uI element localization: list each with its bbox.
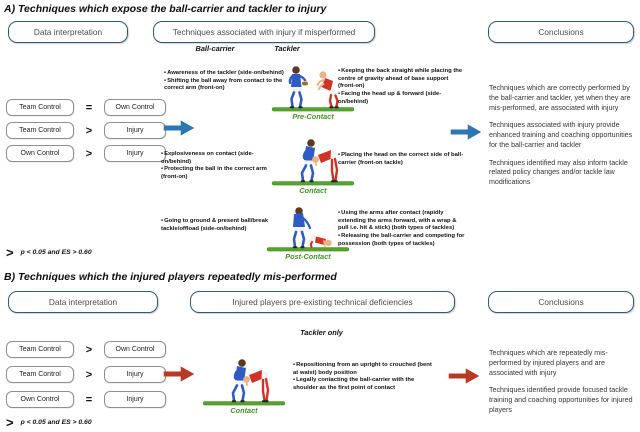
footnote-text: p < 0.05 and ES > 0.60	[20, 419, 92, 426]
header-label: Conclusions	[538, 27, 584, 37]
conclusion-paragraph: Techniques associated with injury provid…	[489, 121, 633, 149]
footnote-text: p < 0.05 and ES > 0.60	[20, 249, 92, 256]
comparison-row: Team Control = Own Control	[6, 99, 166, 116]
pre-contact-ball-carrier-bullets: Awareness of the tackler (side-on/behind…	[164, 70, 286, 93]
header-data-interpretation-b: Data interpretation	[8, 291, 158, 313]
header-label: Techniques associated with injury if mis…	[172, 27, 356, 37]
header-data-interpretation-a: Data interpretation	[8, 21, 128, 43]
comparison-left-box: Team Control	[6, 99, 74, 116]
header-label: Data interpretation	[33, 27, 103, 37]
bullet-item: Protecting the ball in the correct arm (…	[161, 166, 281, 181]
ball-carrier-figure	[300, 139, 315, 183]
conclusion-paragraph: Techniques which are correctly performed…	[489, 84, 631, 112]
rugby-players-icon	[271, 66, 355, 112]
header-label: Conclusions	[538, 297, 584, 307]
ball-carrier-figure	[288, 66, 309, 109]
bullet-item: Facing the head up & forward (side-on/be…	[338, 91, 466, 106]
bullet-item: Releasing the ball-carrier and competing…	[338, 233, 468, 248]
b-tackler-bullets: Repositioning from an upright to crouche…	[293, 362, 435, 393]
post-contact-tackler-bullets: Using the arms after contact (rapidly ex…	[338, 210, 468, 248]
tackler-figure	[316, 71, 339, 109]
phase-label: Contact	[299, 186, 327, 195]
comparison-row: Team Control > Injury	[6, 122, 166, 139]
comparison-left-box: Team Control	[6, 122, 74, 139]
tackler-figure	[312, 150, 339, 183]
right-arrow-icon	[162, 363, 196, 390]
rugby-players-icon	[271, 139, 355, 186]
comparison-left-box: Team Control	[6, 341, 74, 358]
contact-tackler-bullets: Placing the head on the correct side of …	[338, 152, 466, 167]
comparison-left-box: Own Control	[6, 391, 74, 408]
comparison-operator: >	[85, 124, 93, 137]
comparison-right-box: Own Control	[104, 99, 166, 116]
rugby-players-icon	[202, 359, 286, 406]
greater-than-symbol: >	[6, 245, 14, 260]
conclusion-paragraph: Techniques identified may also inform ta…	[489, 158, 628, 187]
b-contact-players-illustration: Contact	[202, 356, 286, 415]
conclusion-paragraph: Techniques which are repeatedly mis-perf…	[489, 349, 608, 377]
bullet-item: Shifting the ball away from contact to t…	[164, 78, 286, 93]
bullet-item: Keeping the back straight while placing …	[338, 68, 466, 91]
ball-carrier-column-label: Ball-carrier	[195, 44, 235, 53]
section-b-footnote: > p < 0.05 and ES > 0.60	[6, 416, 92, 429]
comparison-row: Own Control > Injury	[6, 145, 166, 162]
comparison-right-box: Injury	[104, 145, 166, 162]
right-arrow-icon	[162, 117, 196, 144]
comparison-operator: >	[85, 343, 93, 356]
comparison-operator: =	[85, 393, 93, 406]
bullet-item: Going to ground & present ball/break tac…	[161, 218, 269, 233]
phase-label: Post-Contact	[285, 252, 331, 261]
post-contact-players-illustration: Post-Contact	[266, 202, 350, 261]
comparison-operator: =	[85, 101, 93, 114]
right-arrow-icon	[447, 365, 481, 392]
comparison-row: Own Control = Injury	[6, 391, 166, 408]
comparison-right-box: Injury	[104, 366, 166, 383]
phase-label: Contact	[230, 406, 258, 415]
bullet-item: Awareness of the tackler (side-on/behind…	[164, 70, 286, 78]
section-a-conclusions: Techniques which are correctly performed…	[489, 84, 635, 196]
comparison-operator: >	[85, 368, 93, 381]
comparison-right-box: Injury	[104, 391, 166, 408]
header-label: Injured players pre-existing technical d…	[232, 297, 413, 307]
comparison-right-box: Injury	[104, 122, 166, 139]
section-a-title: A) Techniques which expose the ball-carr…	[4, 3, 327, 15]
header-techniques-a: Techniques associated with injury if mis…	[153, 21, 375, 43]
header-deficiencies-b: Injured players pre-existing technical d…	[190, 291, 455, 313]
pre-contact-players-illustration: Pre-Contact	[271, 62, 355, 121]
comparison-operator: >	[85, 147, 93, 160]
comparison-row: Team Control > Own Control	[6, 341, 166, 358]
tackler-only-label: Tackler only	[300, 328, 343, 337]
header-label: Data interpretation	[48, 297, 118, 307]
bullet-item: Legally contacting the ball-carrier with…	[293, 377, 435, 392]
header-conclusions-b: Conclusions	[488, 291, 634, 313]
conclusion-paragraph: Techniques identified provide focused ta…	[489, 386, 633, 414]
ball-carrier-figure	[231, 359, 246, 403]
comparison-right-box: Own Control	[104, 341, 166, 358]
tackler-figure	[243, 370, 270, 403]
bullet-item: Explosiveness on contact (side-on/behind…	[161, 151, 281, 166]
comparison-left-box: Own Control	[6, 145, 74, 162]
contact-ball-carrier-bullets: Explosiveness on contact (side-on/behind…	[161, 151, 281, 182]
comparison-left-box: Team Control	[6, 366, 74, 383]
section-b-title: B) Techniques which the injured players …	[4, 271, 337, 283]
right-arrow-icon	[449, 121, 483, 148]
greater-than-symbol: >	[6, 415, 14, 430]
header-conclusions-a: Conclusions	[488, 21, 634, 43]
phase-label: Pre-Contact	[292, 112, 334, 121]
bullet-item: Placing the head on the correct side of …	[338, 152, 466, 167]
contact-players-illustration: Contact	[271, 136, 355, 195]
ball-carrier-figure	[292, 207, 312, 249]
rugby-players-icon	[266, 207, 350, 252]
bullet-item: Using the arms after contact (rapidly ex…	[338, 210, 468, 233]
tackler-column-label: Tackler	[274, 44, 300, 53]
comparison-row: Team Control > Injury	[6, 366, 166, 383]
bullet-item: Repositioning from an upright to crouche…	[293, 362, 435, 377]
tackler-figure	[309, 235, 332, 248]
pre-contact-tackler-bullets: Keeping the back straight while placing …	[338, 68, 466, 106]
section-b-conclusions: Techniques which are repeatedly mis-perf…	[489, 349, 639, 424]
section-a-footnote: > p < 0.05 and ES > 0.60	[6, 246, 92, 259]
post-contact-ball-carrier-bullets: Going to ground & present ball/break tac…	[161, 218, 269, 233]
